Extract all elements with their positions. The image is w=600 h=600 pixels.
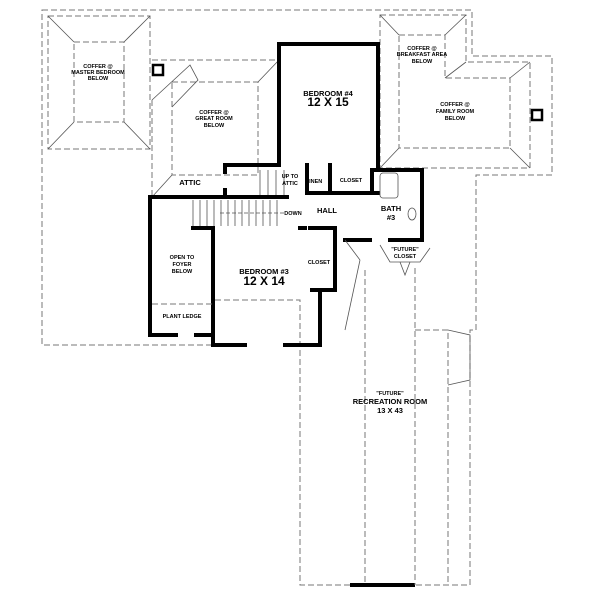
svg-text:BATH: BATH	[381, 204, 401, 213]
roof-outline	[41, 9, 553, 586]
coffer-great-outline	[151, 59, 280, 198]
label-hall: HALL	[317, 206, 337, 215]
label-bath-3: BATH #3	[381, 204, 401, 222]
svg-text:13 X 43: 13 X 43	[377, 406, 403, 415]
svg-text:COFFER @: COFFER @	[407, 46, 437, 52]
svg-text:BELOW: BELOW	[412, 59, 433, 65]
svg-text:BELOW: BELOW	[445, 116, 466, 122]
column-left	[151, 63, 165, 77]
svg-text:"FUTURE": "FUTURE"	[391, 247, 419, 253]
label-coffer-great: COFFER @ GREAT ROOM BELOW	[195, 110, 233, 129]
label-closet-upper: CLOSET	[340, 178, 363, 184]
label-recreation-room: "FUTURE" RECREATION ROOM 13 X 43	[353, 391, 427, 415]
svg-text:OPEN TO: OPEN TO	[170, 255, 195, 261]
label-bedroom-3: BEDROOM #3 12 X 14	[239, 267, 289, 288]
svg-text:CLOSET: CLOSET	[394, 254, 417, 260]
svg-text:"FUTURE": "FUTURE"	[376, 391, 404, 397]
label-open-to-foyer: OPEN TO FOYER BELOW	[170, 255, 195, 275]
svg-text:BEDROOM #3: BEDROOM #3	[239, 267, 289, 276]
toilet	[407, 207, 417, 221]
svg-text:ATTIC: ATTIC	[282, 181, 298, 187]
walls	[148, 42, 424, 587]
svg-text:FAMILY ROOM: FAMILY ROOM	[436, 109, 475, 115]
svg-text:BELOW: BELOW	[204, 123, 225, 129]
svg-text:COFFER @: COFFER @	[83, 64, 113, 70]
svg-text:FOYER: FOYER	[173, 262, 192, 268]
label-linen: LINEN	[306, 179, 323, 185]
label-closet-bedroom-3: CLOSET	[308, 260, 331, 266]
label-coffer-master: COFFER @ MASTER BEDROOM BELOW	[71, 64, 125, 82]
svg-text:RECREATION ROOM: RECREATION ROOM	[353, 397, 427, 406]
svg-text:BELOW: BELOW	[172, 269, 193, 275]
recreation-outline	[344, 239, 471, 585]
coffer-family-outline	[379, 14, 531, 169]
svg-text:BREAKFAST AREA: BREAKFAST AREA	[397, 52, 448, 58]
label-down: DOWN	[284, 211, 301, 217]
svg-text:BELOW: BELOW	[88, 76, 109, 82]
svg-text:COFFER @: COFFER @	[199, 110, 229, 116]
bathtub	[379, 172, 399, 199]
future-closet-outline[interactable]	[379, 244, 431, 277]
label-up-to-attic: UP TO ATTIC	[282, 174, 299, 187]
label-future-closet: "FUTURE" CLOSET	[391, 247, 419, 260]
label-coffer-family: COFFER @ FAMILY ROOM BELOW	[436, 102, 475, 122]
column-right	[530, 108, 544, 122]
label-bedroom-4: BEDROOM #4 12 X 15	[303, 89, 353, 109]
svg-text:MASTER BEDROOM: MASTER BEDROOM	[71, 70, 125, 76]
svg-text:UP TO: UP TO	[282, 174, 299, 180]
svg-text:COFFER @: COFFER @	[440, 102, 470, 108]
svg-text:GREAT ROOM: GREAT ROOM	[195, 116, 233, 122]
svg-text:12 X 14: 12 X 14	[243, 274, 285, 288]
coffer-master-outline	[47, 15, 151, 150]
label-coffer-breakfast: COFFER @ BREAKFAST AREA BELOW	[397, 46, 448, 65]
svg-text:BEDROOM #4: BEDROOM #4	[303, 89, 353, 98]
label-attic: ATTIC	[179, 178, 201, 187]
svg-text:12 X 15: 12 X 15	[307, 95, 349, 109]
svg-text:#3: #3	[387, 213, 395, 222]
label-plant-ledge: PLANT LEDGE	[163, 314, 202, 320]
staircase[interactable]	[192, 170, 285, 226]
